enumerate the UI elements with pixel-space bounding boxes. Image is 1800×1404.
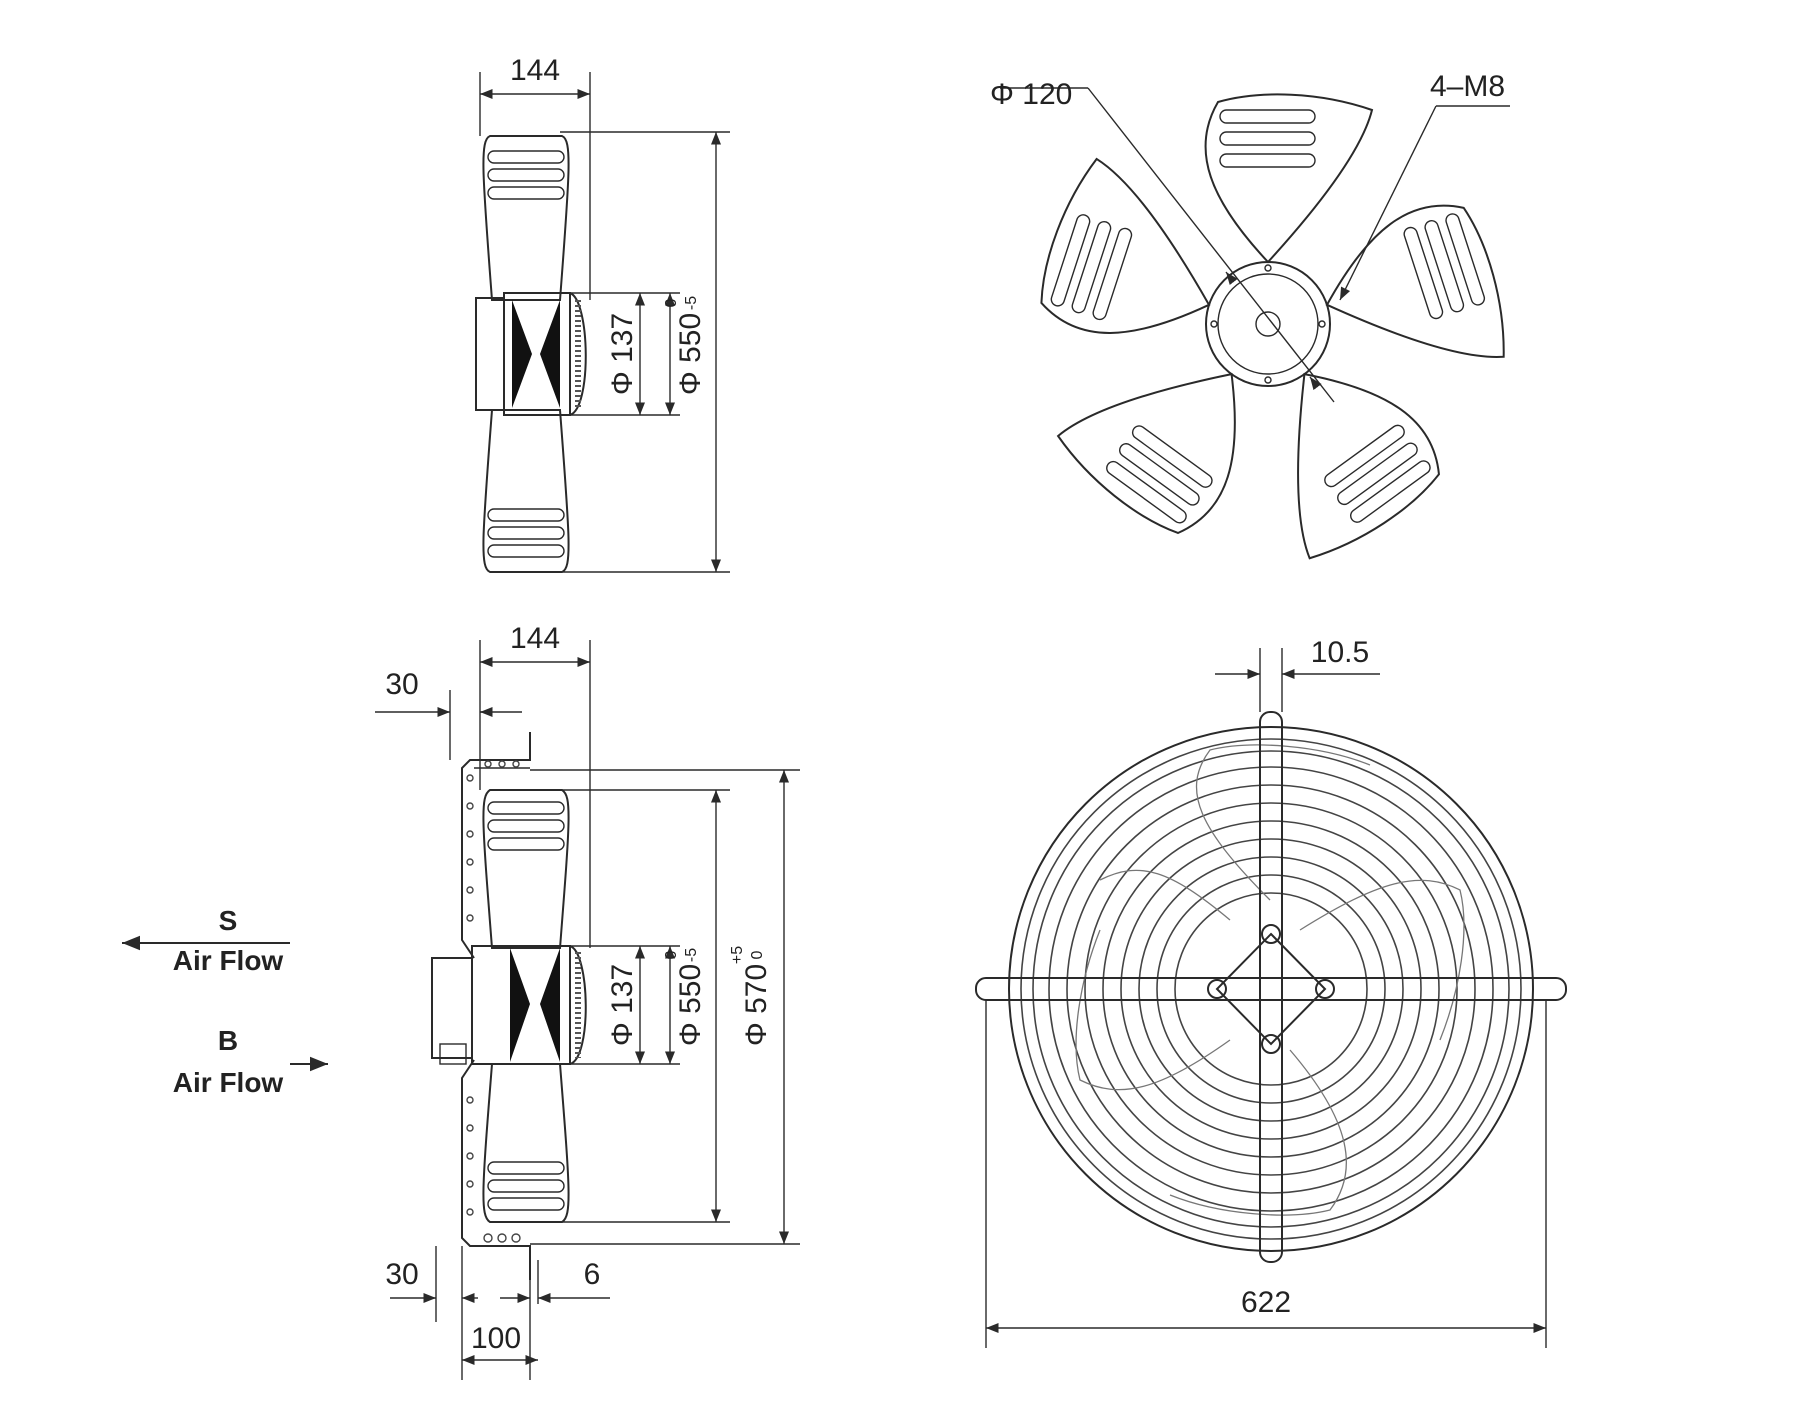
guard-ring: [1020, 738, 1522, 1240]
upper-blade-slots-bottom: [487, 801, 565, 851]
side-view-top: 144 Φ 137 Φ 550 0 -5: [475, 54, 730, 573]
motor-back-cap-bottom: [431, 957, 473, 1059]
guard-blade-shadows: [1075, 744, 1465, 1216]
airflow-s-text: Air Flow: [173, 945, 284, 976]
fan-blades: [1029, 93, 1520, 572]
width-label-bottom: 144: [510, 622, 560, 655]
tolerance-upper-bottom: 0: [663, 950, 680, 959]
guard-rings: [1008, 726, 1534, 1252]
airflow-b-letter: B: [218, 1025, 238, 1056]
airflow-b-text: Air Flow: [173, 1067, 284, 1098]
airflow-s-letter: S: [219, 905, 238, 936]
tolerance-upper-guard: +5: [729, 946, 746, 964]
guard-diameter-label: Φ 570: [740, 964, 773, 1046]
hub-diameter-label-top: Φ 137: [606, 313, 639, 395]
guard-ring: [1174, 892, 1368, 1086]
center-mount-square: [1215, 932, 1327, 1046]
tolerance-lower-bottom: -5: [683, 948, 700, 962]
guard-flange-lower: [461, 1059, 531, 1280]
hub-mark: [512, 300, 560, 408]
blade-diameter-label-top: Φ 550: [674, 313, 707, 395]
guard-ring: [1156, 874, 1386, 1104]
hub-mark-bottom: [510, 948, 560, 1062]
width-label-top: 144: [510, 54, 560, 87]
guard-ring: [1008, 726, 1534, 1252]
flange-offset-label-bottom: 30: [385, 1258, 418, 1291]
front-hub-ring: [1217, 273, 1319, 375]
side-view-bottom: 144 30 30 6 100 Φ 137 Φ 550 0 -5 Φ 570 +…: [375, 622, 800, 1380]
motor-back-cap: [475, 297, 505, 411]
guard-ring: [1102, 820, 1440, 1158]
hub-body-bottom: [471, 945, 571, 1065]
guard-ring: [1084, 802, 1458, 1176]
guard-front-view: 10.5 622: [975, 636, 1567, 1348]
horizontal-support-bar: [975, 977, 1567, 1001]
guard-ring: [1138, 856, 1404, 1122]
upper-blade-slots: [487, 150, 565, 200]
guard-ring: [1048, 766, 1494, 1212]
front-view: Φ 120 4–M8: [990, 70, 1520, 572]
front-hub-outer: [1205, 261, 1331, 387]
vertical-support-bar: [1259, 711, 1283, 1263]
hub-diameter-label-bottom: Φ 137: [606, 964, 639, 1046]
flange-offset-label-top: 30: [385, 668, 418, 701]
overall-width-label: 622: [1241, 1286, 1291, 1319]
hub-body: [503, 292, 571, 416]
upper-blade-outline: [482, 135, 570, 301]
guard-ring: [1066, 784, 1476, 1194]
bar-width-label: 10.5: [1311, 636, 1369, 669]
lower-blade-outline: [482, 409, 570, 573]
lower-blade-slots-bottom: [487, 1161, 565, 1211]
lower-blade-slots: [487, 508, 565, 558]
guard-ring: [1032, 750, 1510, 1228]
guard-wire-dots: [466, 760, 521, 1243]
tolerance-lower-top: -5: [683, 296, 700, 310]
shaft-center: [1255, 311, 1281, 337]
mounting-holes-label: 4–M8: [1430, 70, 1505, 103]
blade-diameter-label-bottom: Φ 550: [674, 964, 707, 1046]
flange-thickness-label: 6: [584, 1258, 601, 1291]
front-hub-diameter-label: Φ 120: [990, 78, 1072, 111]
airflow-legend: S Air Flow B Air Flow: [122, 905, 328, 1098]
mount-depth-label: 100: [471, 1322, 521, 1355]
guard-ring: [1120, 838, 1422, 1140]
guard-flange-upper: [461, 732, 531, 959]
tolerance-upper-top: 0: [663, 298, 680, 307]
tolerance-lower-guard: 0: [749, 950, 766, 959]
